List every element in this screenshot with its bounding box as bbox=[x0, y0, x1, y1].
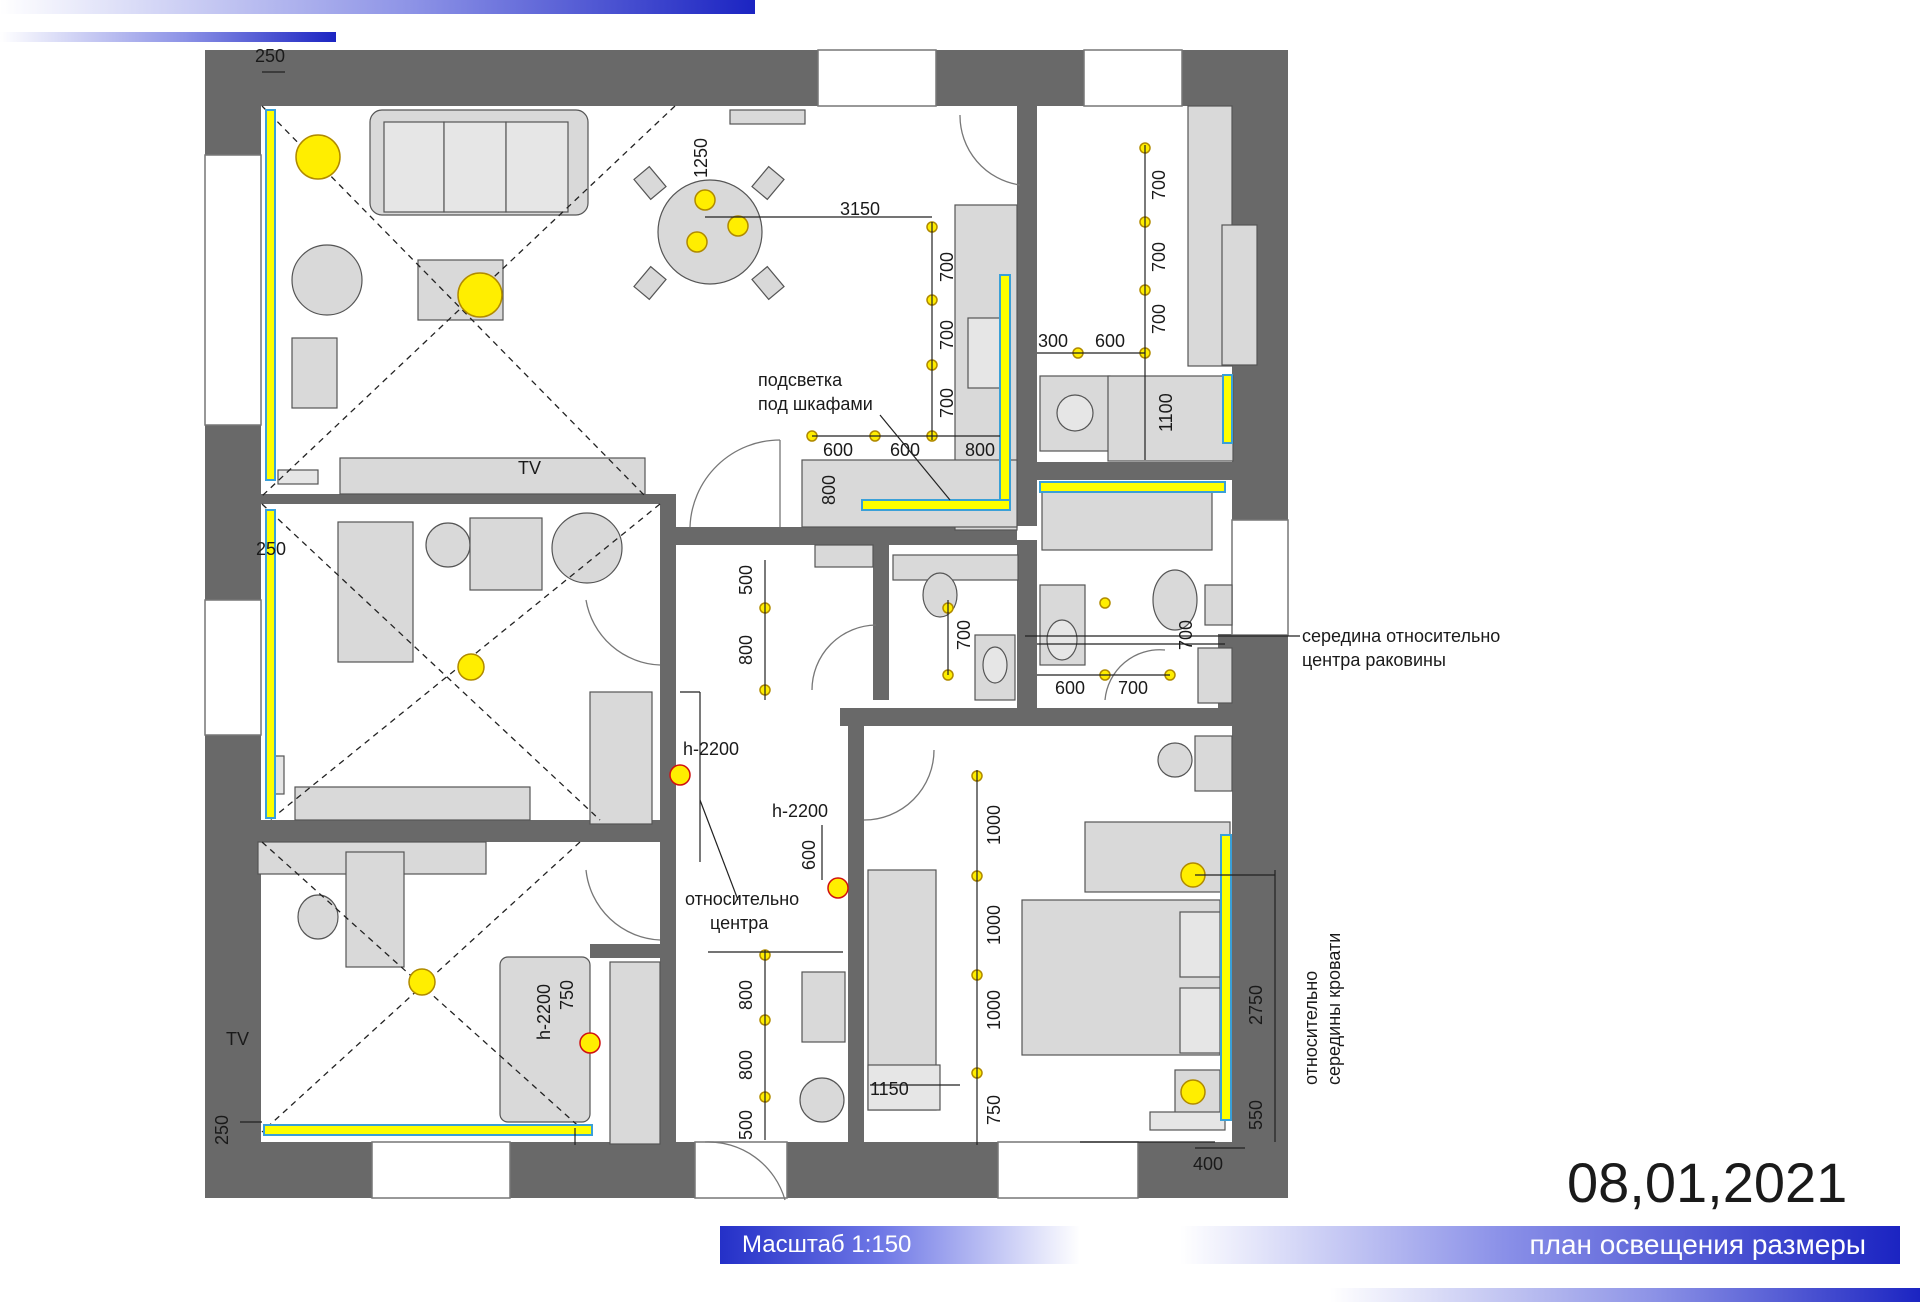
kitchen-furniture bbox=[633, 109, 1018, 531]
sink-note-line2: центра раковины bbox=[1302, 650, 1446, 670]
dim-300: 300 bbox=[1038, 331, 1068, 351]
dim-250-bottom: 250 bbox=[212, 1115, 232, 1145]
dim-700-kitchen-2: 700 bbox=[937, 320, 957, 350]
dim-3150: 3150 bbox=[840, 199, 880, 219]
bed-note-line1: относительно bbox=[1301, 971, 1321, 1085]
living-room-furniture bbox=[277, 109, 646, 495]
corridor-furniture bbox=[799, 544, 874, 1123]
dim-700-bath-2: 700 bbox=[1149, 242, 1169, 272]
dim-1000-bedroom-3: 1000 bbox=[984, 990, 1004, 1030]
dim-1000-bedroom-1: 1000 bbox=[984, 805, 1004, 845]
scale-label: Масштаб 1:150 bbox=[720, 1226, 1080, 1264]
ceiling-lamps bbox=[295, 134, 1206, 1105]
dim-600-kitchen-1: 600 bbox=[823, 440, 853, 460]
bedroom-furniture bbox=[867, 735, 1233, 1131]
dim-800-kitchen: 800 bbox=[965, 440, 995, 460]
windows bbox=[204, 49, 1289, 1199]
kids-room-furniture bbox=[265, 512, 653, 825]
header-accent-strip-secondary bbox=[0, 32, 336, 42]
dim-600-bathroom: 600 bbox=[1055, 678, 1085, 698]
dimension-lines bbox=[240, 71, 1300, 1149]
dim-700-bath-3: 700 bbox=[1149, 304, 1169, 334]
header-accent-strip bbox=[0, 0, 755, 14]
dim-500-corridor-1: 500 bbox=[736, 565, 756, 595]
dim-700-bathroom-vertical: 700 bbox=[1176, 620, 1196, 650]
dim-750-study: 750 bbox=[557, 980, 577, 1010]
h-2200-bedroom: h-2200 bbox=[772, 801, 828, 821]
h-2200-corridor: h-2200 bbox=[683, 739, 739, 759]
dim-1150: 1150 bbox=[870, 1079, 909, 1099]
dim-250-mid: 250 bbox=[256, 539, 286, 559]
dim-2750: 2750 bbox=[1246, 985, 1266, 1025]
tv-label-living: TV bbox=[518, 458, 541, 478]
interior-walls bbox=[258, 106, 1238, 1142]
dim-800-kitchen-vertical: 800 bbox=[819, 475, 839, 505]
dim-700-kitchen-3: 700 bbox=[937, 388, 957, 418]
bathroom-furniture bbox=[892, 105, 1258, 704]
dim-600-kitchen-2: 600 bbox=[890, 440, 920, 460]
bed-note-line2: середины кровати bbox=[1324, 933, 1344, 1085]
date-label: 08,01,2021 bbox=[1567, 1151, 1848, 1214]
dim-1250: 1250 bbox=[691, 138, 711, 178]
led-strips bbox=[263, 109, 1233, 1136]
dim-500-corridor-2: 500 bbox=[736, 1110, 756, 1140]
dim-800-corridor-1: 800 bbox=[736, 635, 756, 665]
under-cabinet-note-line2: под шкафами bbox=[758, 394, 873, 414]
dim-700-bathroom: 700 bbox=[1118, 678, 1148, 698]
footer-accent-strip bbox=[1330, 1288, 1920, 1302]
dim-600-bedroom: 600 bbox=[799, 840, 819, 870]
sink-note-line1: середина относительно bbox=[1302, 626, 1500, 646]
dim-400: 400 bbox=[1193, 1154, 1223, 1174]
dim-750-bedroom: 750 bbox=[984, 1095, 1004, 1125]
dim-800-corridor-3: 800 bbox=[736, 1050, 756, 1080]
dim-250-top: 250 bbox=[255, 46, 285, 66]
dim-600-bath: 600 bbox=[1095, 331, 1125, 351]
doors bbox=[585, 114, 1166, 1201]
under-cabinet-note-line1: подсветка bbox=[758, 370, 843, 390]
dim-1000-bedroom-2: 1000 bbox=[984, 905, 1004, 945]
study-room-furniture bbox=[257, 841, 661, 1145]
sheet-title: план освещения размеры bbox=[1180, 1226, 1900, 1264]
dim-700-kitchen-1: 700 bbox=[937, 252, 957, 282]
tv-label-study: TV bbox=[226, 1029, 249, 1049]
dim-1100: 1100 bbox=[1156, 393, 1176, 432]
dim-700-wc: 700 bbox=[954, 620, 974, 650]
center-note-line2: центра bbox=[710, 913, 769, 933]
dim-550: 550 bbox=[1246, 1100, 1266, 1130]
h-2200-study: h-2200 bbox=[534, 984, 554, 1040]
center-note-line1: относительно bbox=[685, 889, 799, 909]
dim-800-corridor-2: 800 bbox=[736, 980, 756, 1010]
dim-700-bath-1: 700 bbox=[1149, 170, 1169, 200]
